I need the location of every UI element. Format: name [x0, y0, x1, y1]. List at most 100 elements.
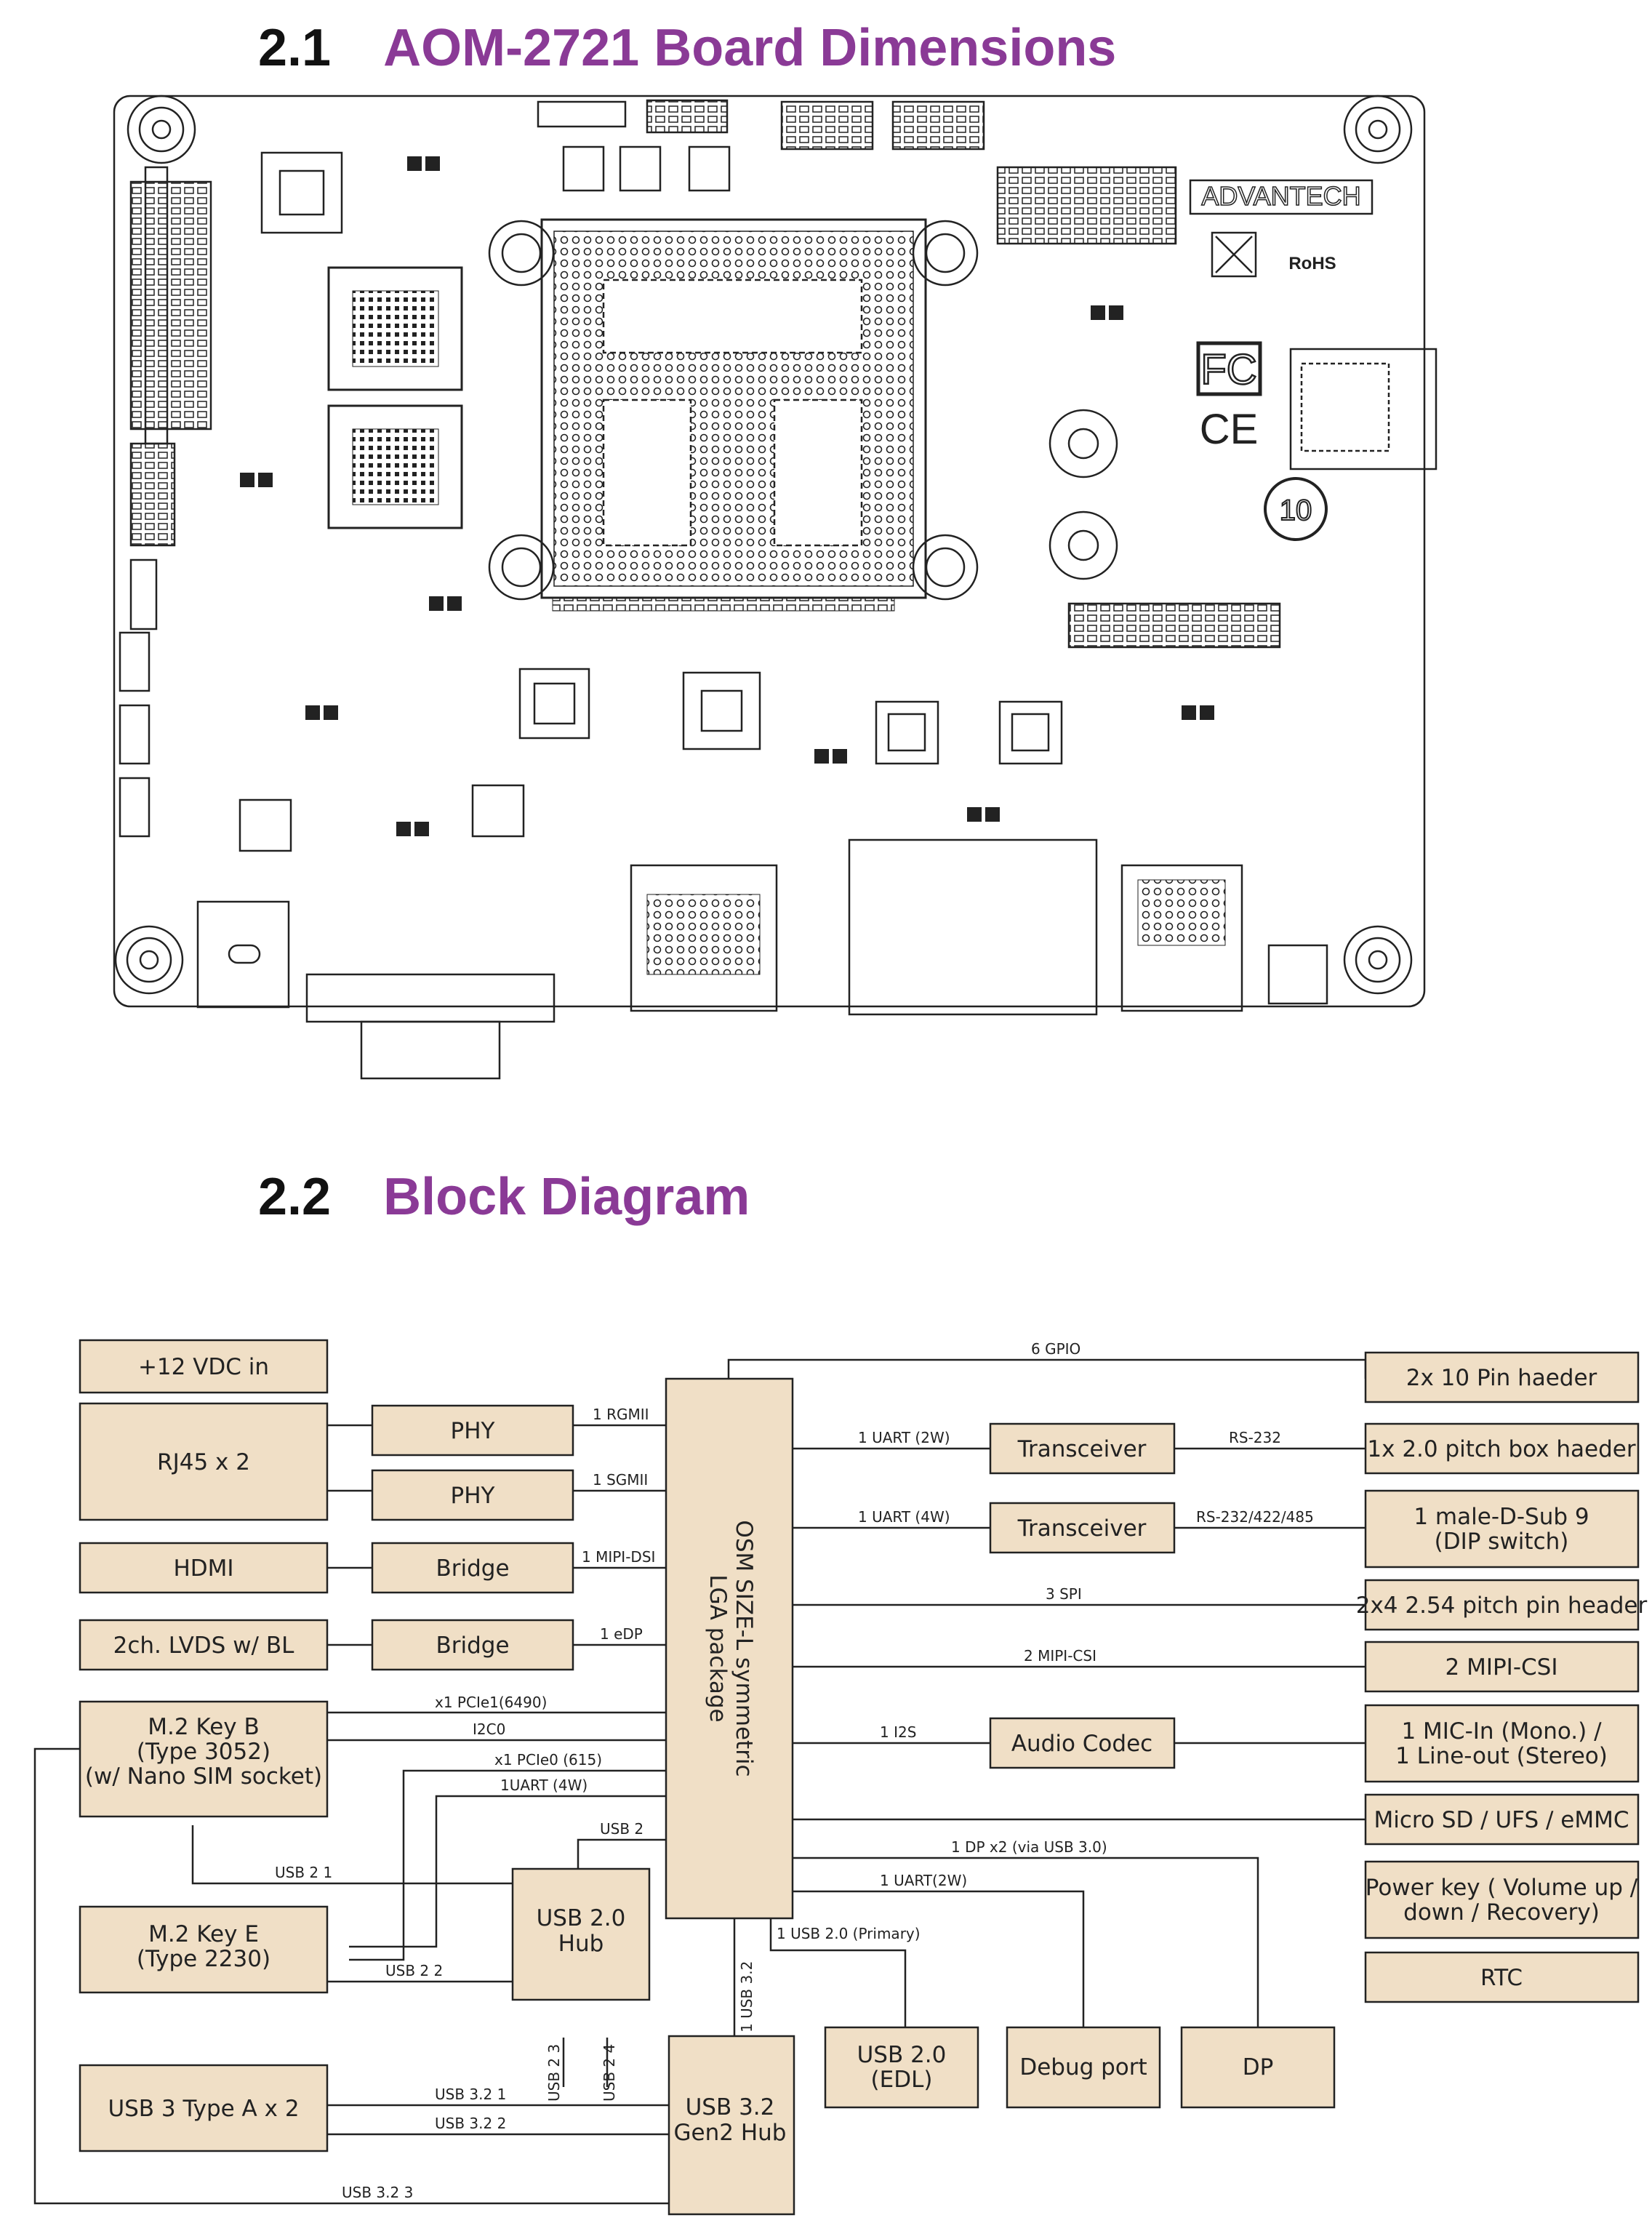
- block-usb3a: [79, 2064, 329, 2152]
- block-lvds-text: 2ch. LVDS w/ BL: [113, 1633, 295, 1659]
- block-diagram: +12 VDC in RJ45 x 2 PHY PHY HDMI Bridge …: [0, 1309, 1652, 2231]
- usb-a-port: [1120, 864, 1243, 1012]
- block-bridge2: [371, 1619, 574, 1671]
- label-gpio: 6 GPIO: [1031, 1340, 1080, 1358]
- ic-chip: [471, 784, 525, 838]
- block-gen2hub-line2: Gen2 Hub: [674, 2120, 787, 2146]
- mount-hole: [1048, 510, 1118, 580]
- block-usb20edl-line1: USB 2.0: [857, 2042, 947, 2068]
- memory-chip: [327, 266, 463, 391]
- block-bridge2-text: Bridge: [436, 1633, 509, 1659]
- block-usb3a-text: USB 3 Type A x 2: [108, 2096, 299, 2122]
- label-uart2w: 1 UART (2W): [858, 1429, 950, 1446]
- section-number: 2.1: [258, 19, 332, 77]
- connection-lines: [33, 1358, 1367, 2205]
- label-sgmii: 1 SGMII: [593, 1471, 648, 1489]
- block-m2b: [79, 1700, 329, 1818]
- block-m2e-line1: M.2 Key E: [148, 1921, 259, 1947]
- label-pcie1: x1 PCIe1(6490): [435, 1694, 547, 1711]
- block-trans1-text: Transceiver: [1017, 1436, 1147, 1462]
- label-i2c0: I2C0: [473, 1721, 505, 1738]
- label-usb21: USB 2 1: [275, 1864, 332, 1881]
- label-usb323: USB 3.2 3: [342, 2184, 413, 2201]
- block-m2b-line3: (w/ Nano SIM socket): [85, 1763, 322, 1790]
- block-osm: [665, 1377, 794, 1920]
- block-dsub: [1364, 1489, 1640, 1569]
- board-eco-text: 10: [1280, 494, 1312, 526]
- block-pwr-line2: down / Recovery): [1403, 1899, 1600, 1926]
- memory-chip: [327, 404, 463, 529]
- ic-chip: [875, 700, 939, 765]
- label-usb321: USB 3.2 1: [435, 2086, 506, 2103]
- block-mic: [1364, 1704, 1640, 1783]
- block-rtc-text: RTC: [1480, 1965, 1523, 1991]
- top-connector: [891, 100, 985, 151]
- block-phy2-text: PHY: [451, 1483, 495, 1509]
- block-osm-line2: LGA package: [705, 1574, 731, 1722]
- label-mipidsi: 1 MIPI-DSI: [582, 1548, 655, 1566]
- block-m2b-line1: M.2 Key B: [148, 1714, 260, 1740]
- board-drawing: ADVANTECH FC CE RoHS 10: [0, 95, 1652, 1084]
- block-usb20edl-line2: (EDL): [871, 2067, 933, 2093]
- block-sd-text: Micro SD / UFS / eMMC: [1374, 1807, 1629, 1833]
- label-uart2w-b: 1 UART(2W): [880, 1872, 967, 1889]
- mount-hole: [127, 95, 196, 164]
- board-brand-text: ADVANTECH: [1201, 181, 1360, 211]
- block-usb-hub-line2: Hub: [558, 1931, 604, 1957]
- board-ce-text: CE: [1200, 406, 1259, 453]
- label-spi: 3 SPI: [1046, 1585, 1082, 1603]
- rj45-port: [848, 838, 1098, 1016]
- dsub-port: [305, 973, 556, 1023]
- usb-c-port: [196, 900, 290, 1009]
- block-osm-line1: OSM SIZE-L symmetric: [731, 1520, 757, 1777]
- label-usb22: USB 2 2: [385, 1962, 443, 1979]
- label-rs232: RS-232: [1229, 1429, 1281, 1446]
- block-codec: [989, 1717, 1176, 1769]
- block-gen2hub-line1: USB 3.2: [686, 2094, 775, 2120]
- label-uart4: 1UART (4W): [500, 1777, 588, 1794]
- label-uart4w: 1 UART (4W): [858, 1508, 950, 1526]
- block-vdc: [79, 1339, 329, 1394]
- block-m2e-line2: (Type 2230): [137, 1946, 270, 1972]
- block-usb20edl: [824, 2026, 979, 2109]
- block-boxhdr-text: 1x 2.0 pitch box haeder: [1367, 1436, 1635, 1462]
- label-usb32: 1 USB 3.2: [738, 1961, 755, 2032]
- hdmi-port: [630, 864, 778, 1012]
- block-mic-line1: 1 MIC-In (Mono.) /: [1401, 1718, 1602, 1745]
- ic-chip: [682, 671, 761, 750]
- pcb-outline: [113, 95, 1426, 1008]
- block-hdr10: [1364, 1351, 1640, 1403]
- mount-hole: [912, 220, 979, 287]
- block-gen2hub: [667, 2035, 795, 2216]
- block-mipicsi: [1364, 1641, 1640, 1693]
- block-trans1: [989, 1422, 1176, 1475]
- mount-hole: [1048, 409, 1118, 478]
- top-connector: [646, 99, 729, 134]
- block-rj45: [79, 1402, 329, 1521]
- block-trans2: [989, 1502, 1176, 1554]
- block-dsub-line2: (DIP switch): [1435, 1529, 1569, 1555]
- block-rtc: [1364, 1951, 1640, 2003]
- block-mipicsi-text: 2 MIPI-CSI: [1446, 1654, 1558, 1681]
- ic-chip: [238, 798, 292, 852]
- label-mipicsi: 2 MIPI-CSI: [1024, 1647, 1096, 1665]
- block-sd: [1364, 1793, 1640, 1846]
- block-usb-hub: [511, 1867, 651, 2001]
- block-pwr: [1364, 1860, 1640, 1939]
- block-dsub-line1: 1 male-D-Sub 9: [1414, 1504, 1589, 1530]
- block-phy2: [371, 1469, 574, 1521]
- block-lvds: [79, 1619, 329, 1671]
- block-debug: [1006, 2026, 1161, 2109]
- label-rs485: RS-232/422/485: [1196, 1508, 1314, 1526]
- label-usbprimary: 1 USB 2.0 (Primary): [777, 1925, 921, 1942]
- mount-hole: [1343, 925, 1413, 995]
- block-boxhdr: [1364, 1422, 1640, 1475]
- block-trans2-text: Transceiver: [1017, 1515, 1147, 1542]
- section-title: Block Diagram: [383, 1168, 750, 1226]
- block-hdmi: [79, 1542, 329, 1594]
- mount-hole: [488, 534, 555, 601]
- edge-connector-left: [129, 180, 212, 430]
- mount-hole: [912, 534, 979, 601]
- block-codec-text: Audio Codec: [1011, 1731, 1152, 1757]
